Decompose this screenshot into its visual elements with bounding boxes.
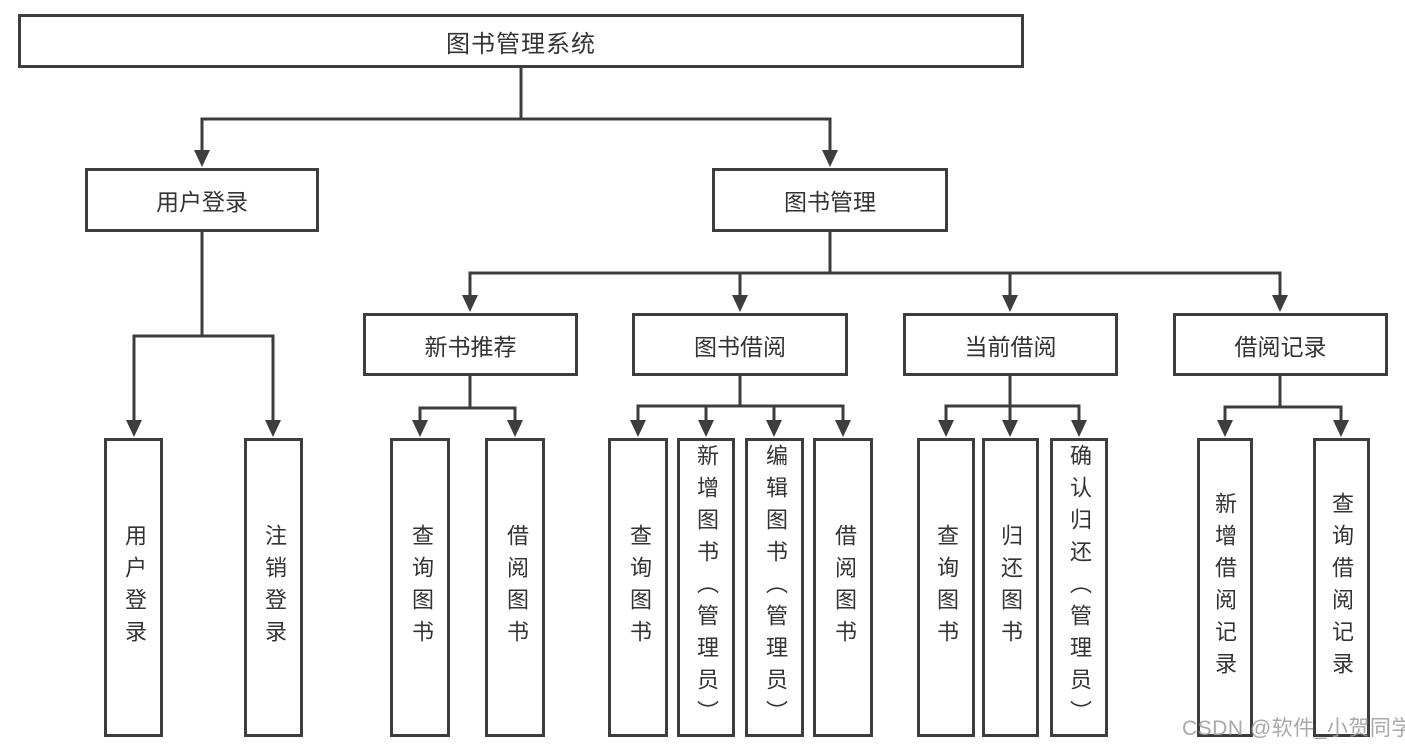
arrowhead-down-icon xyxy=(412,420,428,437)
leaf-query-books-current: 查询图书 xyxy=(917,438,975,737)
arrowhead-down-icon xyxy=(194,150,210,167)
node-borrow-record: 借阅记录 xyxy=(1173,313,1388,376)
node-current-borrow: 当前借阅 xyxy=(903,313,1118,376)
leaf-confirm-return-admin: 确认归还（管理员） xyxy=(1050,438,1108,737)
leaf-borrow-books-recommend: 借阅图书 xyxy=(485,438,545,737)
arrowhead-down-icon xyxy=(507,420,523,437)
node-root: 图书管理系统 xyxy=(18,14,1024,68)
leaf-borrow-books: 借阅图书 xyxy=(813,438,873,737)
arrowhead-down-icon xyxy=(265,420,281,437)
arrowhead-down-icon xyxy=(822,150,838,167)
leaf-query-books-borrow: 查询图书 xyxy=(608,438,668,737)
arrowhead-down-icon xyxy=(126,420,142,437)
node-user-login: 用户登录 xyxy=(85,168,319,232)
arrowhead-down-icon xyxy=(698,420,714,437)
arrowhead-down-icon xyxy=(835,420,851,437)
arrowhead-down-icon xyxy=(462,295,478,312)
arrowhead-down-icon xyxy=(938,420,954,437)
arrowhead-down-icon xyxy=(732,295,748,312)
arrowhead-down-icon xyxy=(1071,420,1087,437)
arrowhead-down-icon xyxy=(1002,420,1018,437)
leaf-query-books-recommend: 查询图书 xyxy=(390,438,450,737)
leaf-user-login: 用户登录 xyxy=(104,438,163,737)
csdn-watermark: CSDN @软件_小贺同学 xyxy=(1182,717,1405,740)
arrowhead-down-icon xyxy=(766,420,782,437)
arrowhead-down-icon xyxy=(1002,295,1018,312)
arrowhead-down-icon xyxy=(1272,295,1288,312)
node-book-borrow: 图书借阅 xyxy=(632,313,848,376)
leaf-query-borrow-record: 查询借阅记录 xyxy=(1313,438,1370,737)
arrowhead-down-icon xyxy=(1333,420,1349,437)
leaf-add-borrow-record: 新增借阅记录 xyxy=(1197,438,1253,737)
arrowhead-down-icon xyxy=(1217,420,1233,437)
node-new-book-recommend: 新书推荐 xyxy=(363,313,578,376)
node-book-management: 图书管理 xyxy=(712,168,948,232)
leaf-return-book: 归还图书 xyxy=(982,438,1039,737)
leaf-add-book-admin: 新增图书（管理员） xyxy=(677,438,735,737)
arrowhead-down-icon xyxy=(630,420,646,437)
leaf-edit-book-admin: 编辑图书（管理员） xyxy=(745,438,804,737)
leaf-logout: 注销登录 xyxy=(244,438,303,737)
